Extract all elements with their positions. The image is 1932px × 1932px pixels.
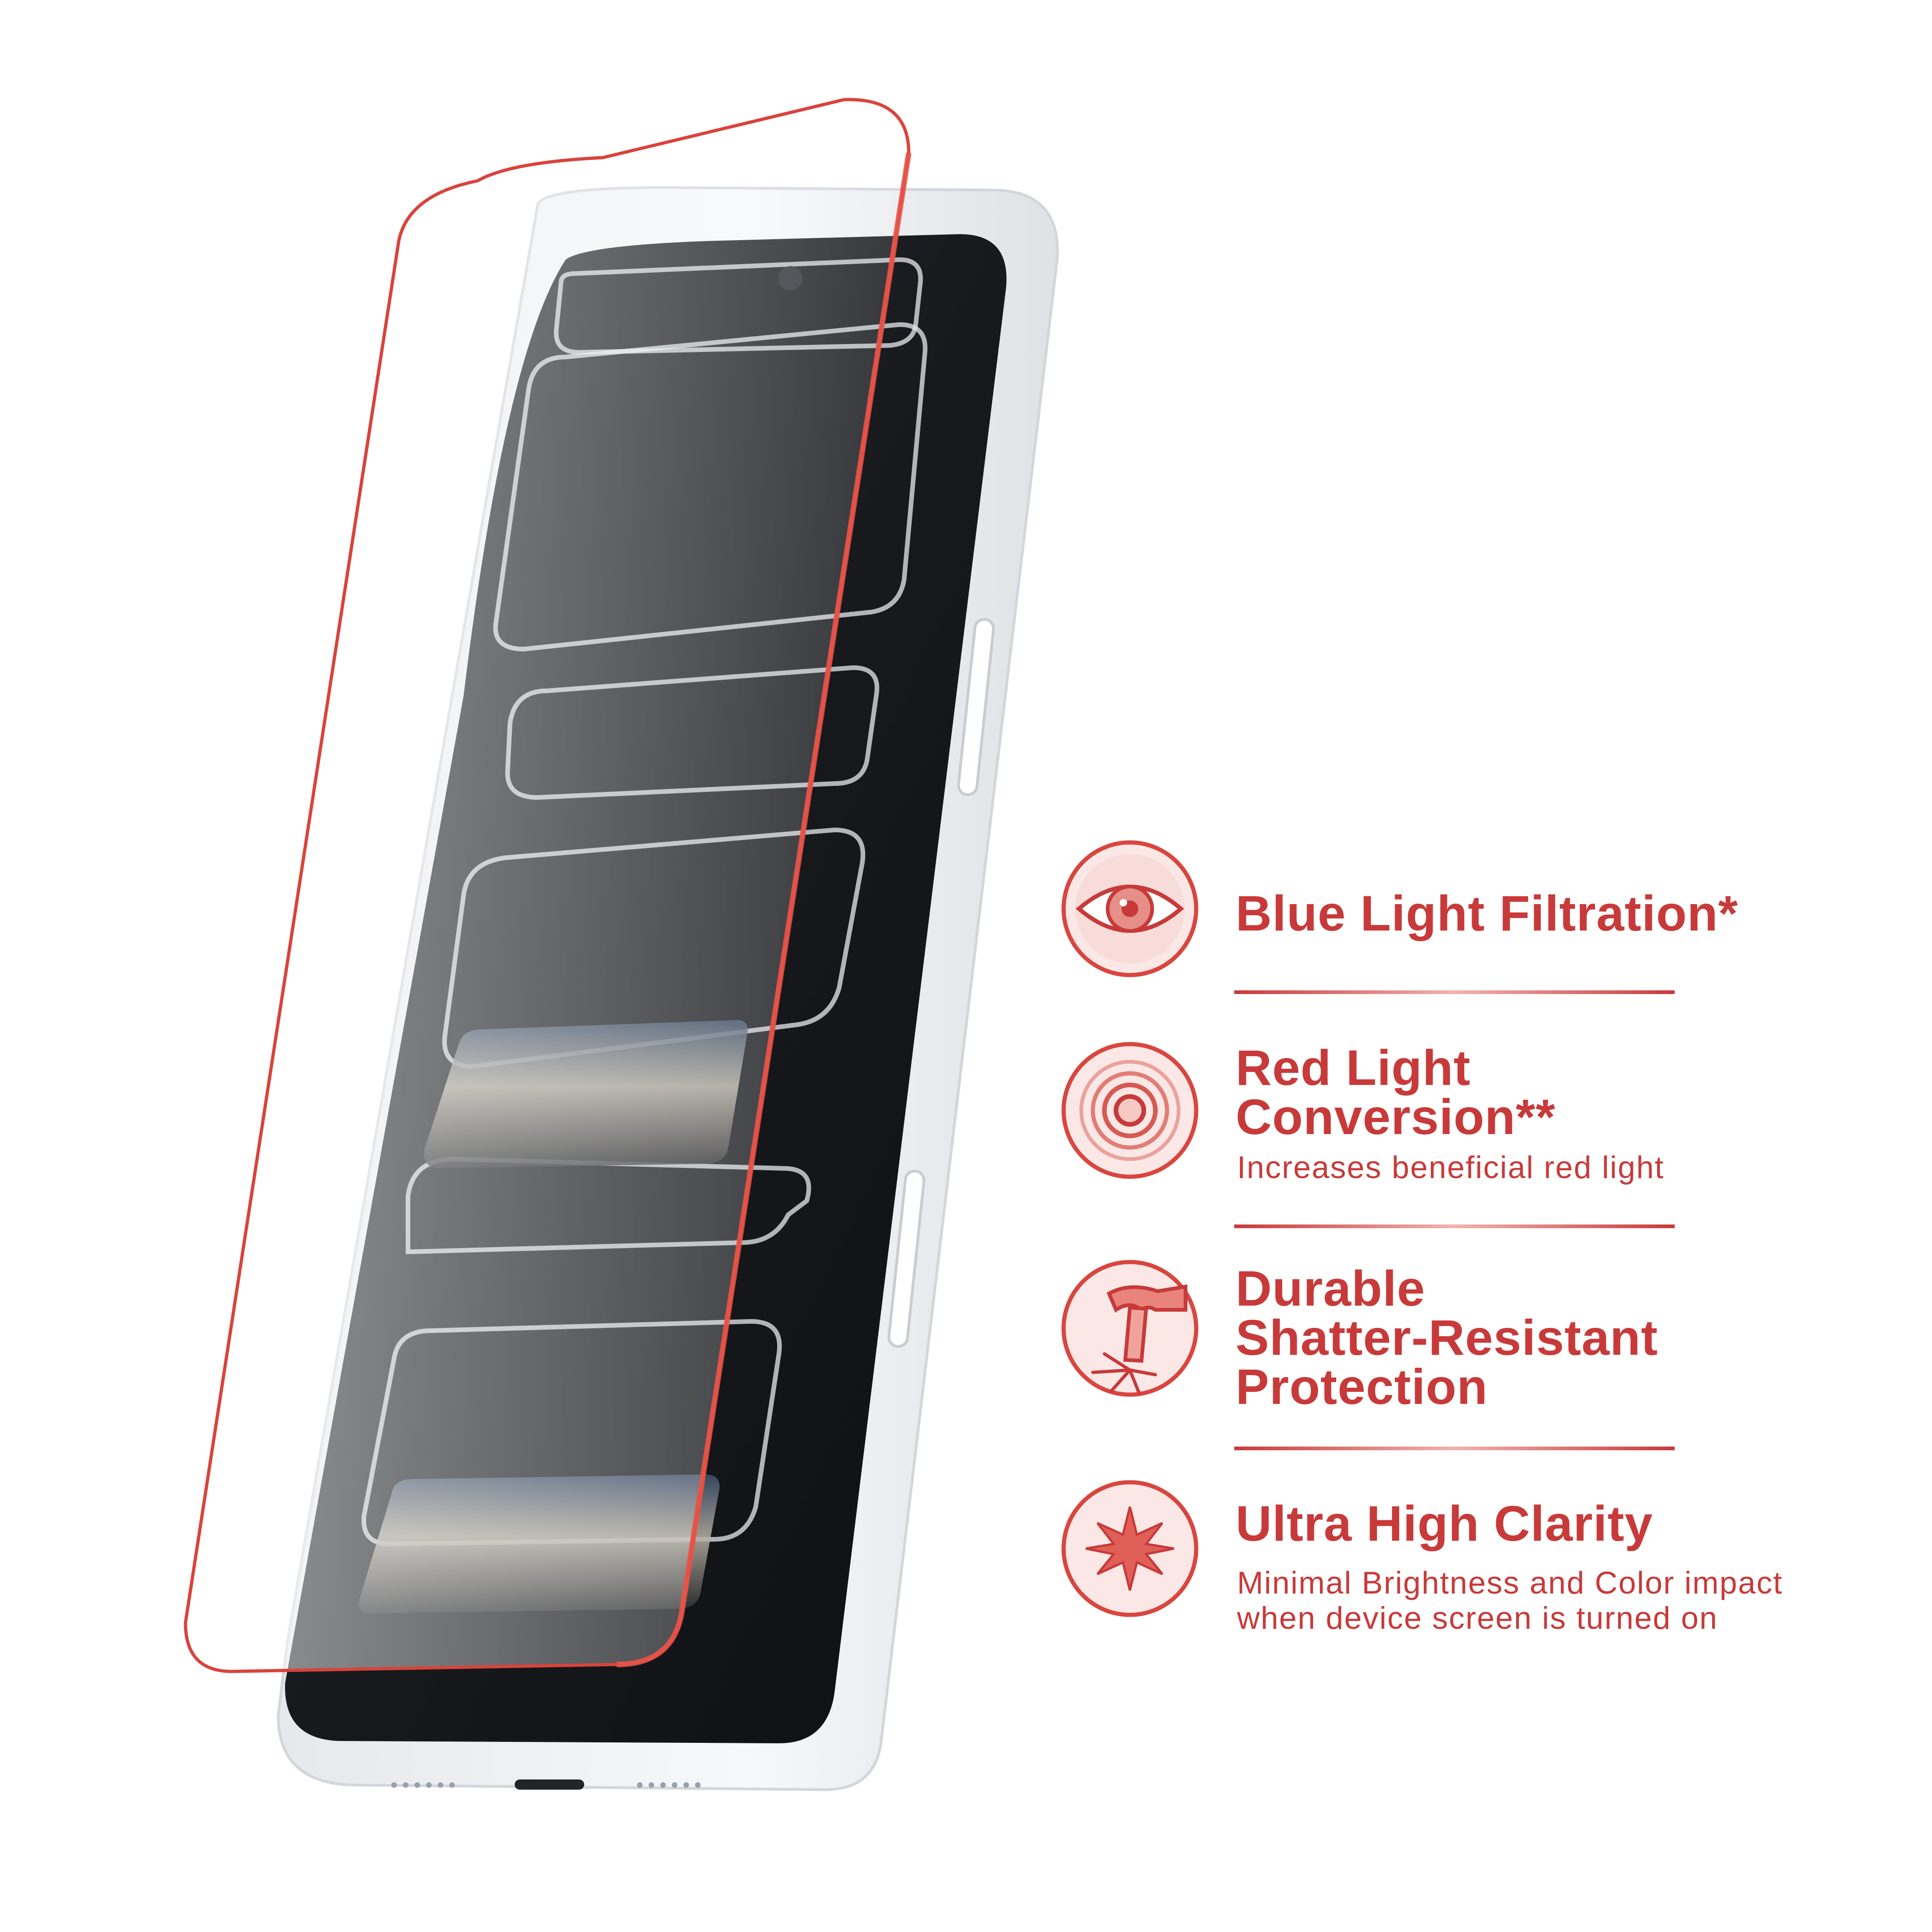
eye-icon <box>1061 840 1199 977</box>
feature-subtitle-clarity: Minimal Brightness and Color impact when… <box>1237 1565 1783 1636</box>
screen-protector <box>184 98 912 1673</box>
side-button-upper <box>957 618 995 797</box>
title-line: Ultra High Clarity <box>1236 1495 1653 1551</box>
title-line: Conversion** <box>1236 1089 1556 1145</box>
feature-title-clarity: Ultra High Clarity <box>1236 1495 1653 1551</box>
feature-title-blue-light: Blue Light Filtration* <box>1236 885 1738 941</box>
divider <box>1234 990 1675 994</box>
title-line: Durable <box>1236 1260 1426 1316</box>
feature-title-red-light: Red Light Conversion** <box>1236 1039 1556 1145</box>
title-line: Protection <box>1236 1358 1488 1415</box>
title-line: Blue Light Filtration* <box>1236 885 1738 941</box>
side-button-lower <box>887 1169 925 1348</box>
subtitle-line: Increases beneficial red light <box>1237 1150 1664 1185</box>
starburst-icon <box>1061 1480 1199 1617</box>
divider <box>1234 1447 1675 1450</box>
feature-subtitle-red-light: Increases beneficial red light <box>1237 1150 1664 1185</box>
title-line: Shatter-Resistant <box>1236 1309 1658 1365</box>
hammer-impact-icon <box>1061 1260 1199 1397</box>
subtitle-line: when device screen is turned on <box>1237 1600 1718 1636</box>
divider <box>1234 1224 1675 1228</box>
usb-port <box>515 1779 584 1790</box>
title-line: Red Light <box>1236 1039 1471 1096</box>
subtitle-line: Minimal Brightness and Color impact <box>1237 1565 1783 1600</box>
concentric-circles-icon <box>1061 1042 1199 1179</box>
feature-title-durable: Durable Shatter-Resistant Protection <box>1236 1260 1658 1415</box>
